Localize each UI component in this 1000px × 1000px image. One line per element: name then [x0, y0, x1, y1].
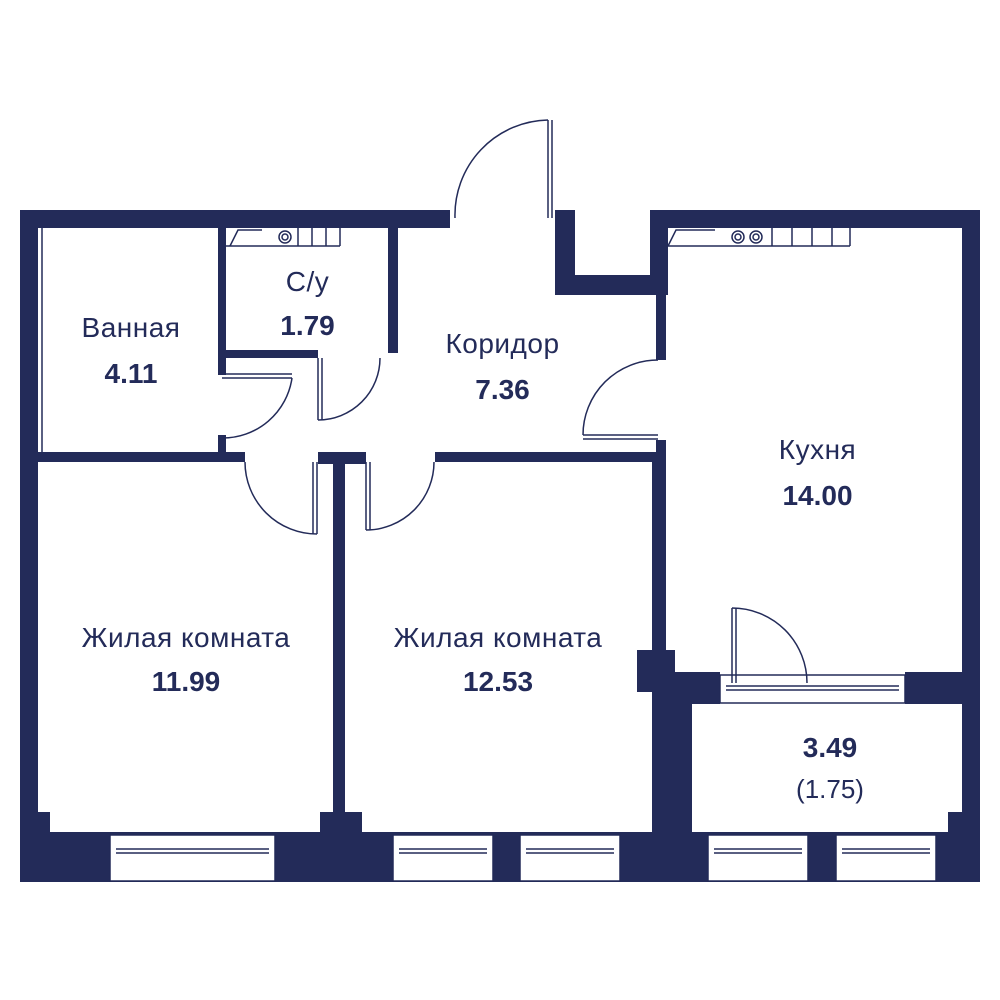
kitchen-shaft-fixture [666, 228, 851, 247]
room-label-kitchen: Кухня 14.00 [730, 434, 905, 512]
room-label-bathroom: Ванная 4.11 [52, 312, 210, 390]
window-balcony-2 [835, 834, 937, 882]
room-area: 14.00 [782, 480, 853, 511]
wall-bath-wc [218, 228, 226, 375]
wall-right-kitchen [962, 210, 980, 705]
room-area: 1.79 [280, 310, 335, 341]
wall-living-divider [333, 452, 345, 832]
wall-bath-bottom [20, 452, 245, 462]
door-kitchen [582, 359, 659, 436]
pillar-mid [320, 812, 362, 882]
door-balcony [731, 607, 808, 684]
room-name: Коридор [445, 328, 560, 359]
room-name: Ванная [81, 312, 181, 343]
window-living-left [109, 834, 276, 882]
room-label-living-center: Жилая комната 12.53 [350, 622, 646, 698]
door-wc [317, 357, 381, 421]
room-area: 4.11 [104, 358, 158, 389]
wall-kitchen-left [656, 228, 666, 360]
wall-top-left [20, 210, 450, 228]
room-label-wc: С/у 1.79 [240, 266, 375, 342]
door-entrance [454, 119, 549, 219]
room-secondary-area: (1.75) [796, 774, 864, 804]
wall-corridor-niche [555, 275, 660, 295]
room-name: Жилая комната [393, 622, 603, 653]
wall-rooms-top-right [435, 452, 660, 462]
wall-top-corridor-right [555, 210, 575, 280]
room-label-balcony: 3.49 (1.75) [745, 732, 915, 805]
wc-shaft-fixture [226, 228, 341, 247]
wall-wc-right [388, 228, 398, 353]
window-balcony-1 [707, 834, 809, 882]
room-label-living-left: Жилая комната 11.99 [40, 622, 332, 698]
wall-kitchen-bottom-right [905, 672, 980, 704]
doors [221, 119, 808, 684]
fixtures [41, 228, 851, 452]
wall-wc-bottom [218, 350, 318, 358]
room-area: 11.99 [151, 666, 221, 697]
room-area: 3.49 [802, 732, 858, 763]
window-living-center-1 [392, 834, 494, 882]
pillar-right [948, 812, 980, 882]
room-area: 7.36 [475, 374, 530, 405]
door-living-left [244, 461, 318, 535]
door-living-center [365, 461, 435, 531]
pillar-left [20, 812, 50, 882]
door-bathroom [221, 377, 293, 439]
room-name: Кухня [778, 434, 857, 465]
room-area: 12.53 [462, 666, 534, 697]
room-name: С/у [285, 266, 330, 297]
wall-balcony-left [660, 692, 692, 832]
windows [109, 674, 937, 882]
window-living-center-2 [519, 834, 621, 882]
room-label-corridor: Коридор 7.36 [410, 328, 595, 406]
room-name: Жилая комната [81, 622, 291, 653]
wall-top-kitchen [650, 210, 980, 228]
wall-bath-right-lower [218, 435, 226, 460]
wall-left [20, 210, 38, 882]
window-kitchen-balcony [719, 674, 906, 704]
